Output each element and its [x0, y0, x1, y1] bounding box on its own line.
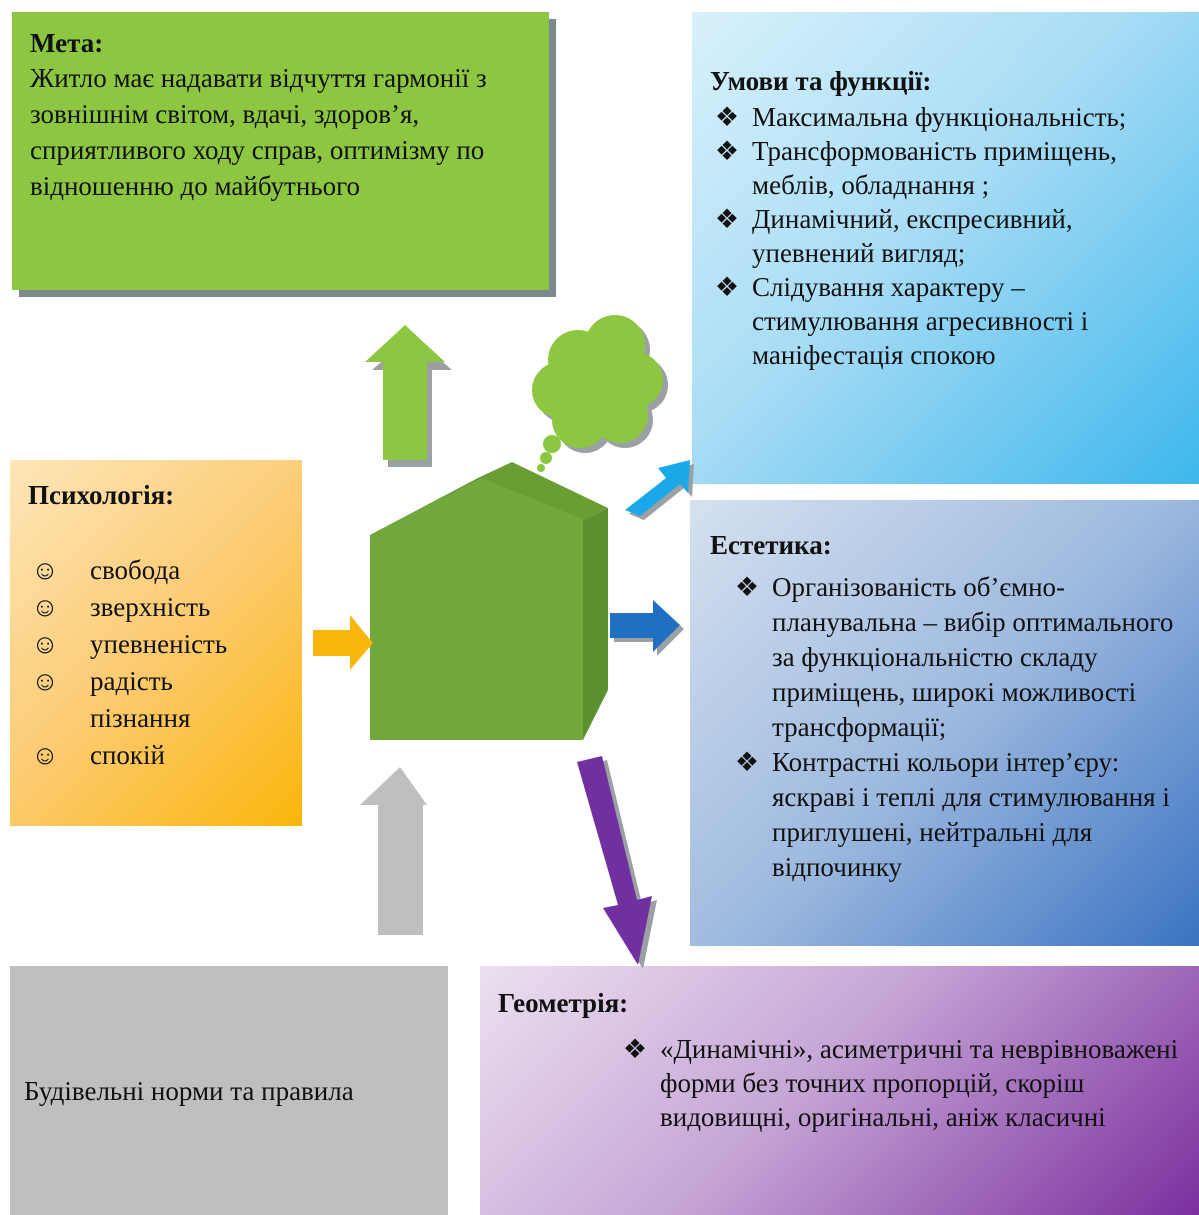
norms-box: Будівельні норми та правила: [10, 966, 448, 1215]
geometry-list: ❖«Динамічні», асиметричні та неврівноваж…: [598, 1032, 1183, 1134]
blue-right-arrow: [610, 600, 684, 656]
purple-diagonal-arrow: [577, 756, 657, 969]
gray-up-arrow: [360, 767, 427, 935]
bullet-diamond-icon: ❖: [734, 572, 760, 602]
list-item: ❖Контрастні кольори інтер’єру: яскраві і…: [710, 745, 1185, 885]
psychology-title: Психологія:: [28, 480, 175, 510]
list-item: ❖Максимальна функціональність;: [710, 100, 1185, 134]
smiley-icon: ☺: [31, 666, 59, 696]
green-up-arrow: [365, 325, 445, 460]
bullet-diamond-icon: ❖: [622, 1034, 648, 1064]
list-item: ❖Слідування характеру – стимулювання агр…: [710, 270, 1185, 372]
geometry-box: Геометрія: ❖«Динамічні», асиметричні та …: [480, 966, 1199, 1215]
bullet-diamond-icon: ❖: [714, 272, 740, 302]
aesthetics-title: Естетика:: [710, 530, 832, 560]
bullet-diamond-icon: ❖: [734, 747, 760, 777]
bullet-diamond-icon: ❖: [714, 102, 740, 132]
smiley-icon: ☺: [31, 629, 59, 659]
geometry-title: Геометрія:: [498, 988, 629, 1018]
list-item: ❖Організованість об’ємно-планувальна – в…: [710, 570, 1185, 745]
thought-cloud-icon: [532, 315, 668, 472]
aesthetics-box: Естетика: ❖Організованість об’ємно-плану…: [690, 500, 1199, 946]
list-item: ☺спокій: [28, 737, 284, 774]
house-icon: [370, 462, 608, 740]
aesthetics-list: ❖Організованість об’ємно-планувальна – в…: [710, 570, 1185, 885]
smiley-icon: ☺: [31, 592, 59, 622]
smiley-icon: ☺: [31, 555, 59, 585]
bullet-diamond-icon: ❖: [714, 204, 740, 234]
conditions-box: Умови та функції: ❖Максимальна функціона…: [692, 12, 1199, 484]
orange-right-arrow: [313, 615, 373, 670]
goal-text: Житло має надавати відчуття гармонії з з…: [30, 63, 487, 201]
list-item: ❖«Динамічні», асиметричні та неврівноваж…: [598, 1032, 1183, 1134]
lightblue-diagonal-arrow: [625, 460, 694, 520]
conditions-list: ❖Максимальна функціональність; ❖Трансфор…: [710, 100, 1185, 372]
green-up-arrow-shadow: [372, 335, 452, 467]
norms-text: Будівельні норми та правила: [24, 1075, 354, 1106]
conditions-title: Умови та функції:: [710, 66, 932, 96]
psychology-box: Психологія: ☺свобода ☺зверхність ☺упевне…: [10, 460, 302, 826]
list-item: ❖Динамічний, експресивний, упевнений виг…: [710, 202, 1185, 270]
smiley-icon: ☺: [31, 740, 59, 770]
bullet-diamond-icon: ❖: [714, 136, 740, 166]
list-item: ☺радість пізнання: [28, 663, 220, 737]
list-item: ❖Трансформованість приміщень, меблів, об…: [710, 134, 1185, 202]
psychology-list: ☺свобода ☺зверхність ☺упевненість ☺радіс…: [28, 552, 284, 774]
goal-title: Мета:: [30, 28, 104, 58]
goal-box: Мета: Житло має надавати відчуття гармон…: [12, 12, 549, 290]
list-item: ☺свобода: [28, 552, 284, 589]
list-item: ☺зверхність: [28, 589, 284, 626]
list-item: ☺упевненість: [28, 626, 284, 663]
